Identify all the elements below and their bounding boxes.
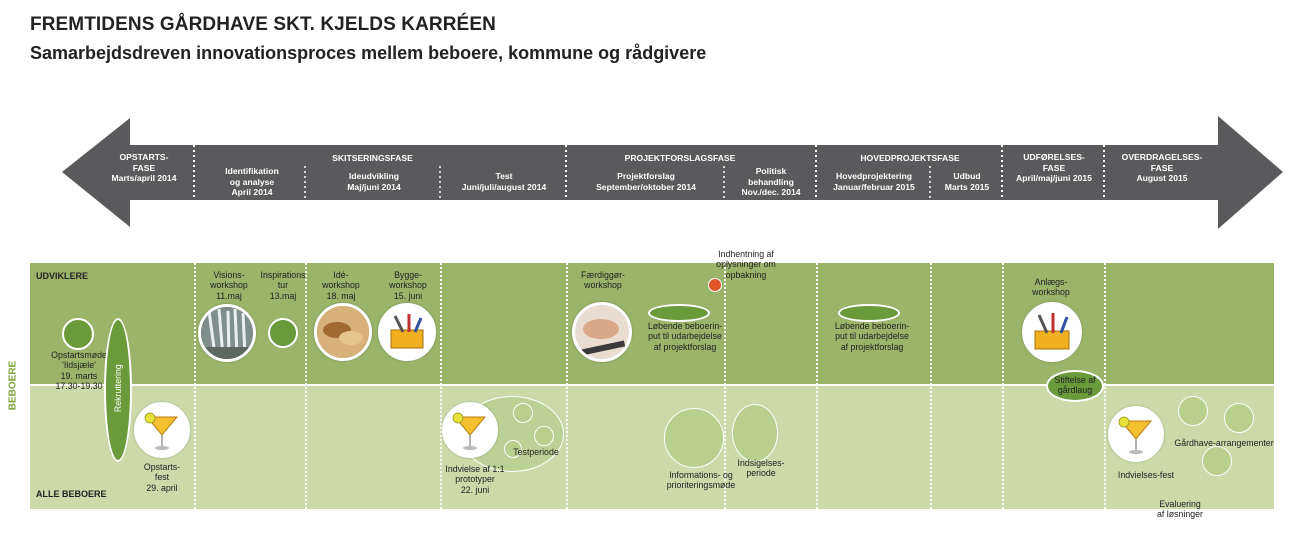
waterfall-photo bbox=[198, 304, 256, 362]
arrangement-circle bbox=[1202, 446, 1232, 476]
toolbox-photo-1 bbox=[378, 303, 436, 361]
column-separator bbox=[724, 263, 726, 509]
phase-udforelse: UDFØRELSES- FASE April/maj/juni 2015 bbox=[1016, 152, 1092, 183]
evaluering-label: Evaluering af løsninger bbox=[1157, 499, 1203, 520]
phase-ideudvikling: Ideudvikling Maj/juni 2014 bbox=[347, 171, 401, 192]
arrangement-circle bbox=[1178, 396, 1208, 426]
inspirationstur-circle bbox=[268, 318, 298, 348]
phase-udbud: Udbud Marts 2015 bbox=[944, 171, 990, 192]
inspirationstur-label: Inspirations tur 13.maj bbox=[260, 270, 306, 301]
hands-photo bbox=[314, 303, 372, 361]
waterfall-icon bbox=[201, 307, 253, 359]
toolbox-icon bbox=[390, 314, 424, 349]
phase-test: Test Juni/juli/august 2014 bbox=[461, 171, 547, 192]
alle-beboere-band bbox=[30, 386, 1274, 509]
column-separator bbox=[566, 263, 568, 509]
stiftelse-label: Stiftelse af gårdlaug bbox=[1054, 375, 1096, 396]
cocktail-photo bbox=[442, 402, 498, 458]
column-separator bbox=[305, 263, 307, 509]
band-divider bbox=[30, 384, 1274, 386]
lobende-label-1: Løbende beboerin- put til udarbejdelse a… bbox=[647, 321, 723, 352]
test-circle bbox=[513, 403, 533, 423]
opstartsfest-label: Opstarts- fest 29. april bbox=[143, 462, 181, 493]
column-separator bbox=[816, 263, 818, 509]
page-subtitle: Samarbejdsdreven innovationsproces melle… bbox=[30, 43, 707, 63]
indhentning-label: Indhentning af oplysninger om opbakning bbox=[716, 249, 776, 280]
lobende-ellipse-2 bbox=[838, 304, 900, 322]
column-separator bbox=[1104, 263, 1106, 509]
lobende-label-2: Løbende beboerin- put til udarbejdelse a… bbox=[834, 321, 910, 352]
phase-overdragelse: OVERDRAGELSES- FASE August 2015 bbox=[1121, 152, 1203, 183]
phase-identifikation: Identifikation og analyse April 2014 bbox=[225, 166, 279, 197]
writing-icon bbox=[575, 305, 629, 359]
opstartsmode-circle bbox=[62, 318, 94, 350]
phase-projektforslag: Projektforslag September/oktober 2014 bbox=[596, 171, 696, 192]
indvielse-prototyper-label: Indvielse af 1:1 prototyper 22. juni bbox=[445, 464, 505, 495]
column-separator bbox=[194, 263, 196, 509]
ideworkshop-label: Idé- workshop 18. maj bbox=[322, 270, 360, 301]
visionsworkshop-label: Visions- workshop 11.maj bbox=[210, 270, 248, 301]
phase-skitsering: SKITSERINGSFASE bbox=[332, 153, 413, 163]
cocktail-photo bbox=[134, 402, 190, 458]
page-title: FREMTIDENS GÅRDHAVE SKT. KJELDS KARRÉEN bbox=[30, 14, 496, 35]
column-separator bbox=[1002, 263, 1004, 509]
informationsmode-circle bbox=[664, 408, 724, 468]
cocktail-photo bbox=[1108, 406, 1164, 462]
indsigelsesperiode-ellipse bbox=[732, 404, 778, 462]
rekruttering-label: Rekruttering bbox=[112, 364, 123, 413]
row-label-alle-beboere: ALLE BEBOERE bbox=[36, 489, 107, 499]
hands-icon bbox=[317, 306, 369, 358]
column-separator bbox=[440, 263, 442, 509]
test-circle bbox=[504, 440, 522, 458]
row-label-beboere: BEBOERE bbox=[7, 360, 19, 411]
row-label-udviklere: UDVIKLERE bbox=[36, 271, 89, 281]
rekruttering-ellipse bbox=[104, 318, 132, 462]
faerdiggorworkshop-label: Færdiggør- workshop bbox=[581, 270, 625, 291]
byggeworkshop-label: Bygge- workshop 15. juni bbox=[389, 270, 427, 301]
arrangement-circle bbox=[1224, 403, 1254, 433]
gardhave-arrangementer-label: Gårdhave-arrangementer bbox=[1174, 438, 1274, 448]
lobende-ellipse-1 bbox=[648, 304, 710, 322]
anlaegsworkshop-label: Anlægs- workshop bbox=[1032, 277, 1070, 298]
indhentning-dot bbox=[708, 278, 722, 292]
cocktail-icon bbox=[452, 412, 487, 450]
toolbox-icon bbox=[1034, 313, 1070, 350]
test-circle bbox=[534, 426, 554, 446]
column-separator bbox=[930, 263, 932, 509]
indsigelsesperiode-label: Indsigelses- periode bbox=[737, 458, 785, 479]
cocktail-icon bbox=[144, 412, 179, 450]
toolbox-photo-2 bbox=[1022, 302, 1082, 362]
cocktail-icon bbox=[1118, 416, 1153, 454]
stiftelse-ellipse bbox=[1046, 370, 1104, 402]
phase-hovedprojektsfase: HOVEDPROJEKTSFASE bbox=[860, 153, 960, 163]
informationsmode-label: Informations- og prioriteringsmøde bbox=[666, 470, 736, 491]
phase-opstart: OPSTARTS- FASE Marts/april 2014 bbox=[111, 152, 177, 183]
phase-hovedprojektering: Hovedprojektering Januar/februar 2015 bbox=[833, 171, 915, 192]
indvielsesfest-label: Indvielses-fest bbox=[1117, 470, 1175, 480]
testperiode-label: Testperiode bbox=[513, 447, 559, 457]
phase-projektforslagsfase: PROJEKTFORSLAGSFASE bbox=[624, 153, 736, 163]
writing-photo bbox=[572, 302, 632, 362]
phase-politisk: Politisk behandling Nov./dec. 2014 bbox=[741, 166, 801, 197]
opstartsmode-label: Opstartsmøde 'Ildsjæle' 19. marts 17.30-… bbox=[51, 350, 107, 391]
